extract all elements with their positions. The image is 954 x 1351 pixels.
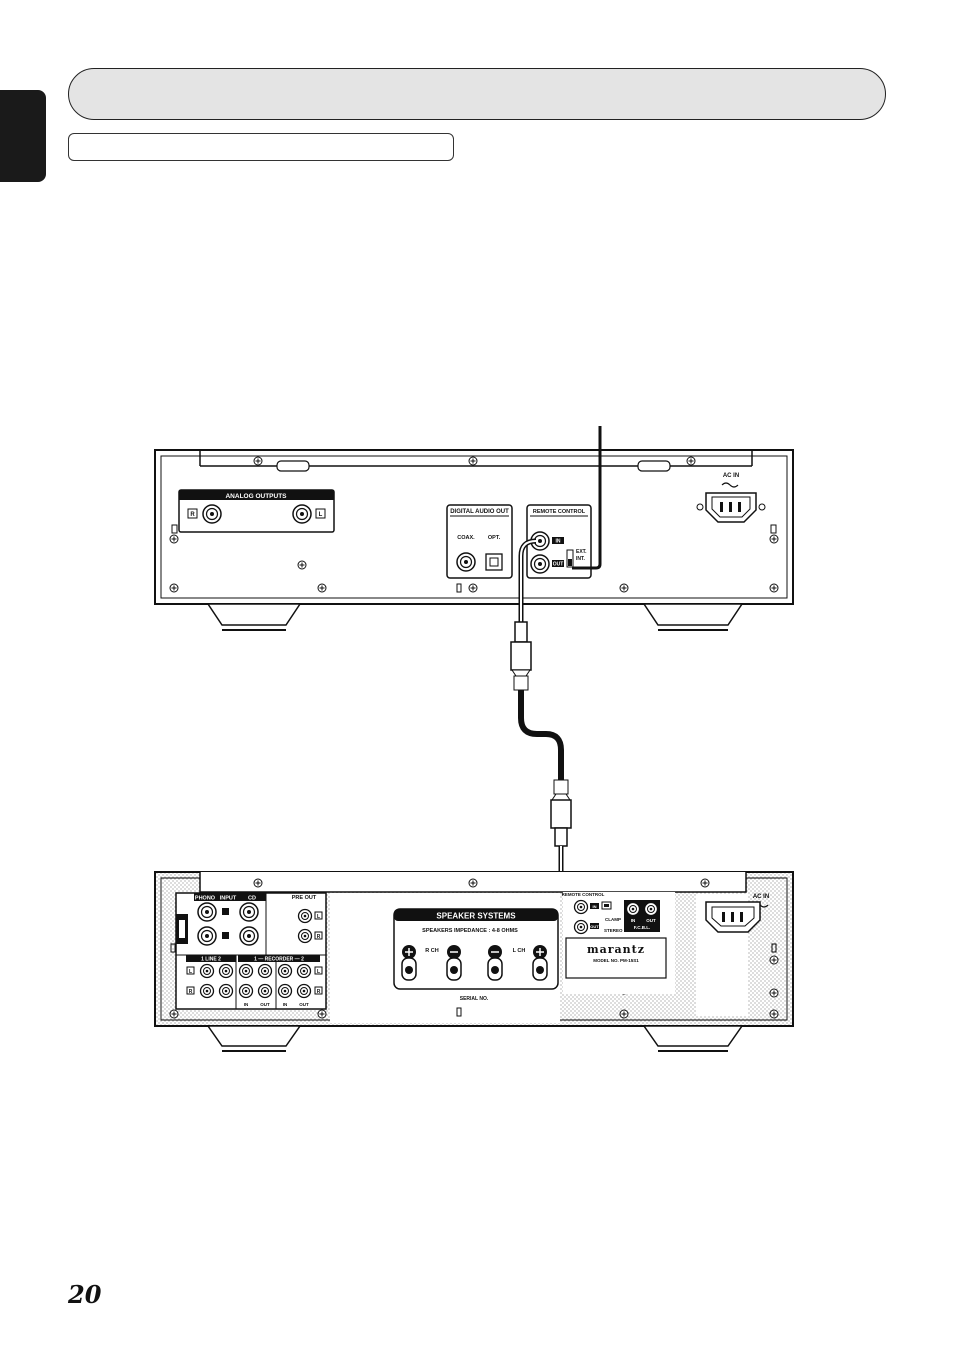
subtitle-bar [68,133,454,161]
line-label: 1 LINE 2 [201,957,221,963]
coax-label: COAX. [457,535,475,541]
pre-out-label: PRE OUT [292,895,317,901]
rec1-in-label: IN [244,1002,249,1007]
pre-out-r-label: R [317,934,321,940]
rec-r-label: R [317,989,321,995]
serial-label: SERIAL NO. [460,996,489,1002]
rec2-in-label: IN [283,1002,288,1007]
l-ch-label: L CH [513,948,526,954]
model-label: MODEL NO. PM-15S1 [593,958,639,963]
input-label: INPUT [220,896,237,902]
analog-outputs-label: ANALOG OUTPUTS [225,493,287,500]
analog-r-label: R [190,512,195,518]
rec-l-label: L [317,969,320,975]
clamp-label: CLAMP [605,917,621,922]
amp-remote-out-label: OUT [590,924,599,929]
player-ac-in-label: AC IN [723,473,739,479]
recorder-label: 1 — RECORDER — 2 [254,957,304,963]
brand-logo: marantz [587,943,645,956]
fcbl-out-label: OUT [646,918,656,923]
speaker-systems-label: SPEAKER SYSTEMS [436,912,516,921]
line-l-label: L [189,969,192,975]
r-ch-label: R CH [425,948,438,954]
opt-label: OPT. [488,535,501,541]
page-number: 20 [68,1280,102,1309]
section-tab [0,90,46,182]
digital-out-label: DIGITAL AUDIO OUT [450,509,509,515]
amp-remote-control-label: REMOTE CONTROL [562,892,605,897]
fcbl-in-label: IN [631,918,636,923]
fcbl-label: F.C.B.L. [634,925,651,930]
title-bar [68,68,886,120]
rec2-out-label: OUT [299,1002,309,1007]
phono-label: PHONO [195,896,216,902]
analog-l-label: L [319,512,323,518]
amp-ac-in-label: AC IN [753,894,769,900]
rec1-out-label: OUT [260,1002,270,1007]
ext-label: EXT. [576,549,587,555]
remote-in-label: IN [556,539,561,545]
cd-player-rear-panel: ANALOG OUTPUTS R L DIGITAL AUDIO OUT COA… [154,449,794,631]
remote-out-label: OUT [553,562,564,568]
speaker-impedance-label: SPEAKERS IMPEDANCE : 4-8 OHMS [422,928,518,934]
line-r-label: R [189,989,193,995]
amp-remote-in-label: IN [593,904,597,909]
stereo-label: STEREO [604,928,623,933]
cd-input-label: CD [248,896,256,902]
int-label: INT. [576,556,586,562]
remote-control-label: REMOTE CONTROL [533,509,586,515]
amplifier-rear-panel: PHONO INPUT CD PRE OUT L R 1 LINE 2 1 — … [154,871,794,1052]
pre-out-l-label: L [317,914,320,920]
